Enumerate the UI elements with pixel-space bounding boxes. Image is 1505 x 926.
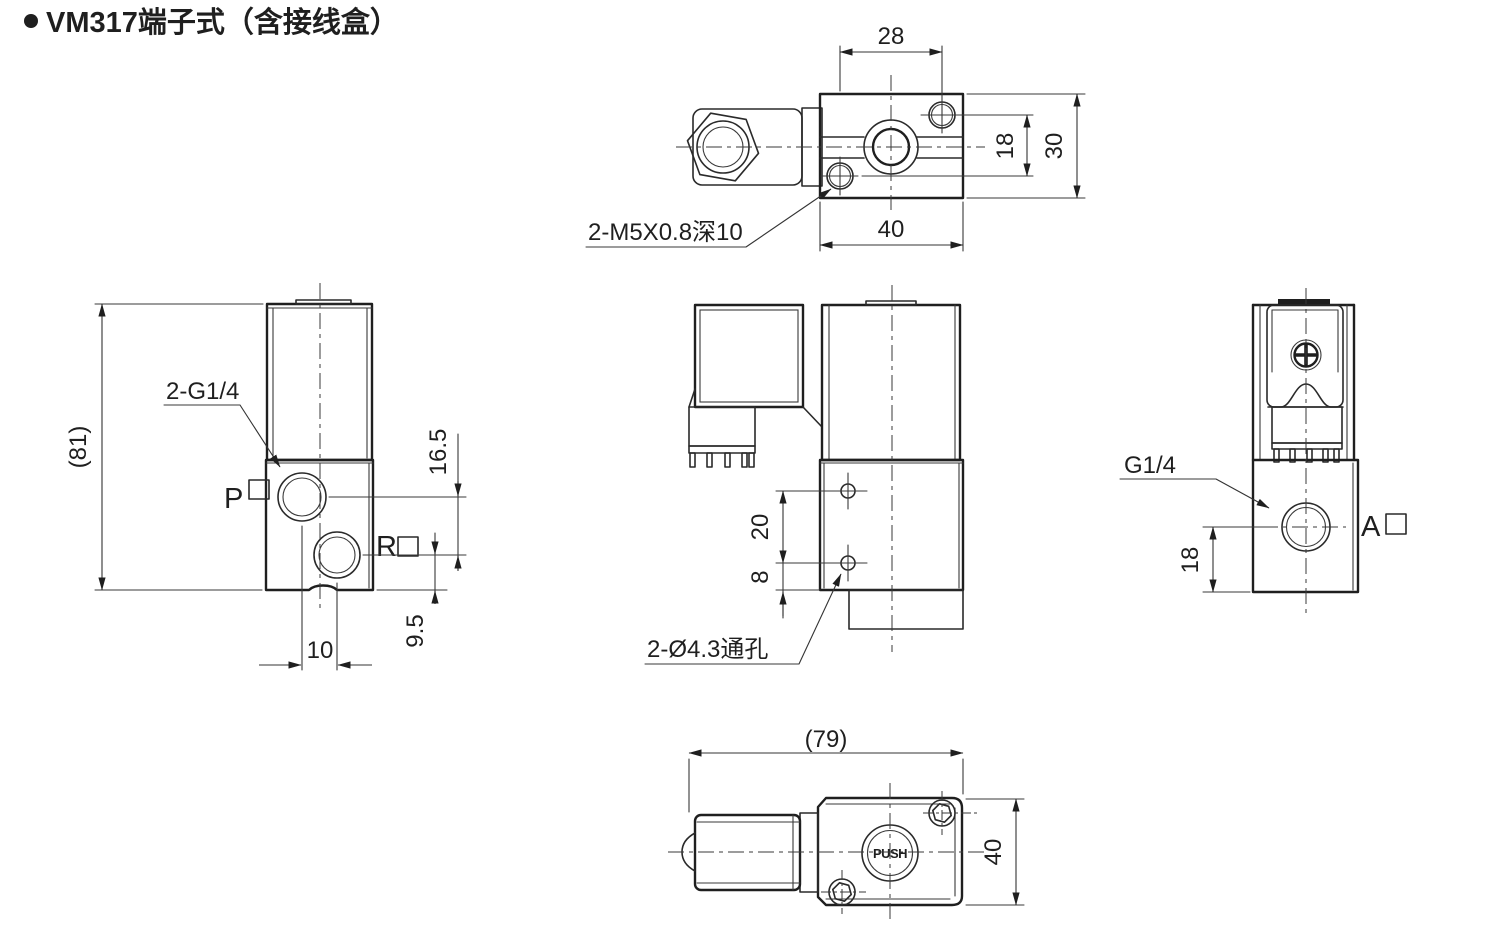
dim-8: 8 bbox=[747, 570, 774, 583]
port-p-symbol-square bbox=[248, 479, 270, 500]
leader-g14 bbox=[239, 404, 281, 468]
label-g14-right: G1/4 bbox=[1124, 452, 1176, 479]
dim-40-bottom: 40 bbox=[980, 839, 1007, 866]
port-r-circle bbox=[313, 531, 361, 579]
connector-stem bbox=[688, 406, 756, 447]
coil-top-cap bbox=[295, 299, 352, 305]
junction-box bbox=[693, 303, 805, 409]
coil-top-cap-front bbox=[865, 300, 917, 306]
port-r-symbol-square bbox=[397, 536, 419, 557]
dim-10: 10 bbox=[307, 637, 334, 664]
screw-bottom-left bbox=[821, 870, 866, 914]
dim-81: (81) bbox=[65, 426, 92, 469]
page-title: VM317端子式（含接线盒） bbox=[46, 5, 399, 39]
gland-hex-nut bbox=[686, 112, 760, 182]
terminal-pins-side bbox=[1273, 448, 1340, 463]
left-view: (81) 2-G1/4 P R 16.5 9.5 10 bbox=[65, 283, 467, 671]
port-a-symbol-square bbox=[1385, 513, 1407, 535]
bottom-view: (79) PUSH bbox=[668, 726, 1025, 922]
terminal-pins bbox=[689, 452, 755, 468]
dim-28: 28 bbox=[878, 23, 905, 50]
leader-through-holes bbox=[798, 573, 842, 665]
dim-79: (79) bbox=[805, 726, 848, 753]
dim-9-5: 9.5 bbox=[402, 614, 429, 647]
top-view: 28 18 30 40 2-M5X0.8深10 bbox=[585, 23, 1086, 252]
screw-top-right bbox=[923, 791, 978, 835]
connector-base-side bbox=[1271, 406, 1343, 444]
port-p-circle bbox=[277, 472, 327, 522]
valve-body-bottom bbox=[816, 796, 964, 907]
dim-20: 20 bbox=[747, 514, 774, 541]
dim-18-right: 18 bbox=[1177, 547, 1204, 574]
dim-16-5: 16.5 bbox=[425, 429, 452, 476]
bottom-section-front bbox=[848, 589, 964, 630]
label-thread-holes: 2-M5X0.8深10 bbox=[588, 219, 743, 246]
label-through-holes: 2-Ø4.3通孔 bbox=[647, 636, 768, 663]
valve-body-side bbox=[264, 458, 375, 592]
coil-front bbox=[820, 303, 962, 462]
dim-18-top: 18 bbox=[992, 133, 1019, 160]
label-port-p: P bbox=[224, 483, 243, 515]
dim-30: 30 bbox=[1041, 133, 1068, 160]
dim-40-top: 40 bbox=[878, 216, 905, 243]
leader-thread-holes bbox=[745, 188, 832, 248]
leader-g14-right bbox=[1215, 478, 1270, 509]
label-port-a: A bbox=[1361, 511, 1381, 543]
label-ports-g14: 2-G1/4 bbox=[166, 378, 239, 405]
title-block: VM317端子式（含接线盒） bbox=[24, 5, 399, 39]
bullet-icon bbox=[24, 14, 38, 28]
right-view: 18 G1/4 A bbox=[1119, 288, 1407, 617]
top-cap-strip bbox=[1278, 299, 1330, 305]
front-view: 20 8 2-Ø4.3通孔 bbox=[644, 285, 965, 665]
label-port-r: R bbox=[376, 531, 397, 563]
